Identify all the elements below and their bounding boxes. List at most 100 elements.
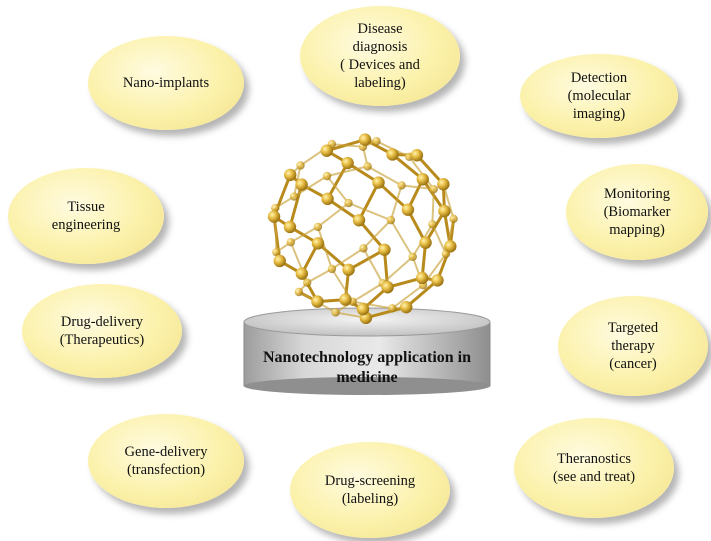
molecule-atom [388,304,397,313]
molecule-atom [386,148,399,161]
molecule-bond [431,189,435,225]
molecule-atom [449,214,458,224]
molecule-atom [295,178,308,191]
molecule-atom [286,238,295,247]
molecule-atom [322,171,332,181]
molecule-atom [294,287,304,297]
molecule-atom [302,278,312,287]
molecule-atom [342,263,355,276]
node-drug-screening-label: Drug-screening (labeling) [324,473,416,507]
node-theranostics-label: Theranostics (see and treat) [552,451,636,485]
molecule-atom [344,198,353,208]
node-monitoring: Monitoring (Biomarker mapping) [566,164,708,260]
molecule-bond [331,247,364,270]
molecule-atom [311,295,324,308]
molecule-atom [386,215,396,225]
molecule-atom [429,184,438,194]
molecule-atom [381,281,394,294]
molecule-bond [406,208,427,244]
node-disease-diagnosis: Disease diagnosis ( Devices and labeling… [300,6,460,106]
node-tissue-engineering-label: Tissue engineering [51,199,121,233]
molecule-atom [271,203,280,213]
molecule-bond [377,181,409,211]
molecule-bond [408,156,435,190]
node-disease-diagnosis-label: Disease diagnosis ( Devices and labeling… [340,21,420,91]
molecule-bond [326,197,360,222]
molecule-atom [378,243,391,256]
molecule-bond [352,282,384,303]
node-drug-screening: Drug-screening (labeling) [290,442,450,538]
molecule-bond [391,153,424,181]
node-detection: Detection (molecular imaging) [520,54,678,138]
molecule-atom [401,203,415,216]
molecule-bond [326,165,368,178]
node-drug-delivery: Drug-delivery (Therapeutics) [22,284,182,378]
molecule-bond [316,242,350,271]
buckyball-molecule [267,133,458,325]
molecule-bond [389,185,403,221]
molecule-bond [348,202,392,222]
molecule-bond [316,226,333,270]
node-monitoring-label: Monitoring (Biomarker mapping) [603,186,671,238]
molecule-bond [389,219,414,258]
molecule-atom [372,137,381,146]
molecule-atom [419,236,432,249]
node-tissue-engineering: Tissue engineering [8,168,164,264]
molecule-atom [272,247,281,257]
molecule-atom [352,214,366,227]
molecule-bond [367,165,403,187]
molecule-atom [296,161,305,170]
molecule-bond [326,175,350,204]
molecule-atom [339,293,352,306]
molecule-bond [357,219,386,251]
molecule-atom [437,178,450,191]
node-gene-delivery: Gene-delivery (transfection) [88,414,244,508]
molecule-bond [331,143,364,148]
molecule-atom [358,133,372,146]
molecule-atom [363,162,372,171]
molecule-bond [293,175,328,198]
node-gene-delivery-label: Gene-delivery (transfection) [124,444,208,478]
node-nano-implants-label: Nano-implants [122,75,210,91]
node-targeted-therapy: Targeted therapy (cancer) [558,296,708,396]
molecule-atom [438,204,451,218]
molecule-atom [313,222,323,232]
molecule-bond [415,154,445,186]
molecule-atom [327,264,337,274]
molecule-atom [359,244,368,253]
node-nano-implants: Nano-implants [88,36,244,130]
molecule-atom [331,308,340,317]
center-title: Nanotechnology application in medicine [262,349,472,386]
molecule-atom [284,168,297,182]
molecule-atom [320,144,333,157]
molecule-bond [382,249,390,288]
molecule-atom [416,173,429,186]
molecule-bond [401,184,434,191]
molecule-bond [352,300,393,310]
molecule-atom [415,271,429,285]
molecule-bond [357,181,380,221]
node-targeted-therapy-label: Targeted therapy (cancer) [607,320,659,372]
molecule-bond [362,247,384,284]
node-theranostics: Theranostics (see and treat) [514,418,674,518]
molecule-bond [288,184,304,228]
molecule-atom [311,237,325,250]
molecule-bond [405,279,439,309]
molecule-atom [428,220,437,229]
molecule-atom [400,300,413,314]
molecule-atom [289,192,299,201]
molecule-atom [372,176,385,189]
molecule-bond [362,219,392,250]
molecule-bond [431,223,447,255]
molecule-atom [410,149,424,162]
nanostructure-illustration [243,133,491,395]
node-drug-delivery-label: Drug-delivery (Therapeutics) [59,314,145,348]
molecule-bond [306,268,333,284]
node-detection-label: Detection (molecular imaging) [567,70,631,122]
molecule-atom [295,267,309,280]
molecule-atom [408,252,417,262]
molecule-atom [341,156,354,170]
molecule-atom [444,240,457,253]
molecule-atom [431,274,444,287]
